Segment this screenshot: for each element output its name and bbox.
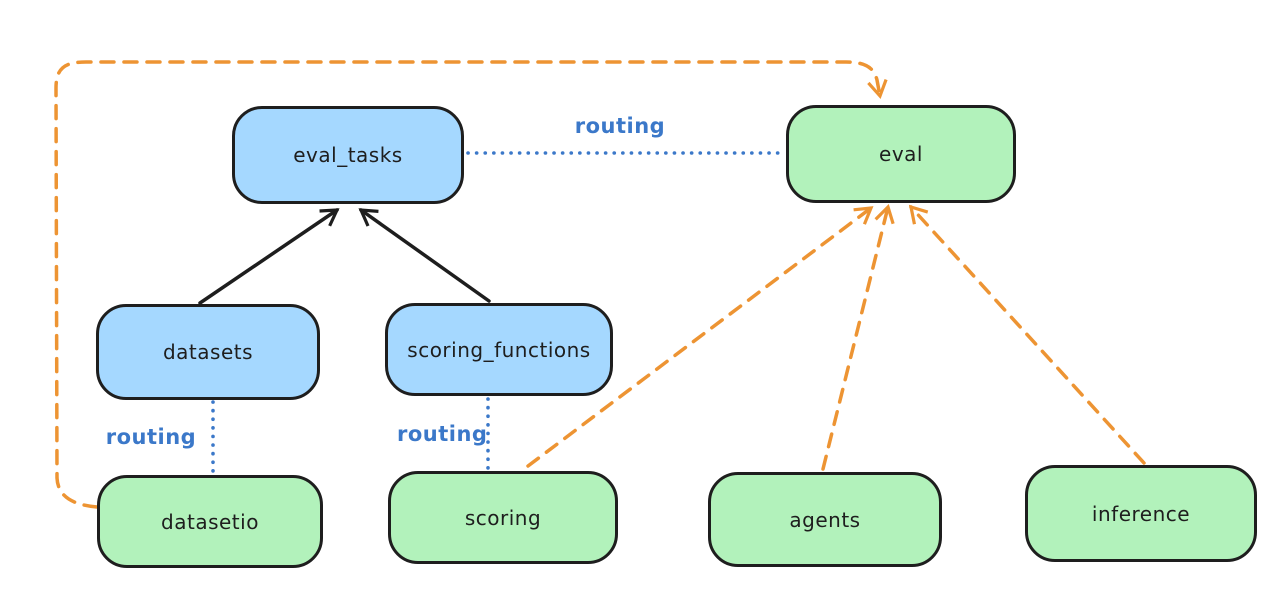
routing-label-scoring-functions-scoring: routing (397, 422, 488, 446)
edge-scoring-to-eval-arrow (526, 206, 874, 468)
node-eval-tasks: eval_tasks (232, 106, 464, 204)
node-datasetio: datasetio (97, 475, 323, 568)
node-scoring-functions-label: scoring_functions (407, 337, 591, 362)
edge-scoring-functions-to-eval-tasks-arrow (358, 208, 491, 303)
node-eval: eval (786, 105, 1016, 203)
node-scoring: scoring (388, 471, 618, 564)
edge-agents-to-eval-arrow (821, 203, 895, 471)
edge-inference-to-eval-arrow (908, 204, 1146, 465)
node-scoring-functions: scoring_functions (385, 303, 613, 396)
node-eval-tasks-label: eval_tasks (293, 143, 403, 167)
node-agents-label: agents (789, 507, 861, 532)
node-datasetio-label: datasetio (161, 509, 259, 534)
edge-datasetio-to-eval-arrow (54, 60, 888, 509)
routing-label-datasets-datasetio: routing (105, 425, 197, 449)
node-inference: inference (1025, 465, 1257, 562)
node-datasets-label: datasets (162, 340, 254, 364)
node-agents: agents (708, 472, 942, 567)
node-inference-label: inference (1091, 501, 1191, 526)
node-datasets: datasets (96, 304, 320, 400)
node-eval-label: eval (879, 142, 923, 166)
edge-datasets-to-eval-tasks-arrow (198, 208, 340, 305)
node-scoring-label: scoring (464, 505, 542, 530)
routing-label-eval-tasks-eval: routing (574, 114, 666, 138)
